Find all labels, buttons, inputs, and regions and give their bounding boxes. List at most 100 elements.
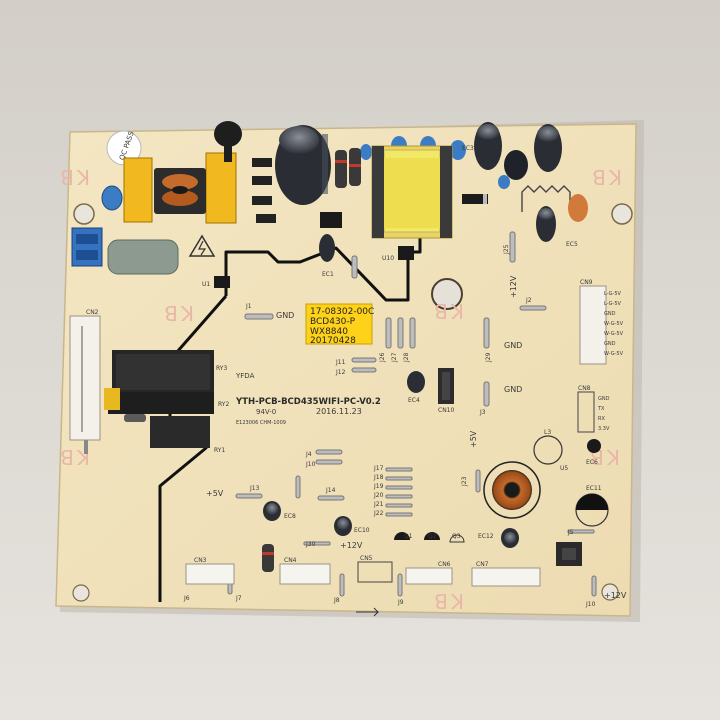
jumper — [385, 485, 413, 490]
ref-u5: U5 — [560, 465, 568, 472]
watermark-kb: KB — [161, 301, 194, 325]
ref-ec11: EC11 — [586, 485, 602, 492]
jumper — [591, 575, 597, 597]
sticker-line-4: 20170428 — [310, 336, 356, 346]
jumper — [295, 475, 301, 499]
svg-text:GND: GND — [604, 341, 616, 347]
ref-u1: U1 — [202, 281, 210, 288]
x-capacitor — [205, 152, 237, 224]
jumper — [339, 573, 345, 597]
ref-j14: J14 — [325, 487, 336, 494]
jumper — [303, 541, 331, 546]
mounting-hole — [431, 278, 463, 310]
maker-logo: YFDA — [235, 372, 255, 380]
ul-code: E123006 CHM-1009 — [236, 420, 286, 426]
ref-j19: J19 — [373, 483, 384, 490]
svg-text:W-G-5V: W-G-5V — [604, 351, 624, 357]
ref-l3: L3 — [544, 429, 551, 436]
mounting-hole — [611, 203, 633, 225]
ref-cn2: CN2 — [86, 309, 99, 316]
connector-cn5-outline — [357, 561, 393, 583]
ref-j30: J30 — [305, 541, 316, 548]
watermark-kb: KB — [589, 165, 622, 189]
ref-ec3: EC3 — [462, 145, 474, 152]
ref-cn9: CN9 — [580, 279, 593, 286]
ref-j17: J17 — [373, 465, 384, 472]
ref-j26: J26 — [379, 352, 386, 363]
jumper — [351, 357, 377, 363]
ceramic-capacitor — [498, 175, 510, 189]
ref-j4: J4 — [305, 451, 312, 458]
heatsink-outline — [521, 185, 571, 212]
inductor-l3-outline — [533, 435, 563, 465]
ref-cn4: CN4 — [284, 557, 297, 564]
jumper — [567, 529, 595, 534]
board-date: 2016.11.23 — [316, 407, 362, 416]
jumper — [351, 255, 358, 279]
jumper — [385, 317, 392, 349]
ref-j20: J20 — [373, 492, 384, 499]
relay-ry1 — [150, 416, 210, 448]
x-capacitor — [123, 157, 153, 223]
ref-j1: J1 — [245, 303, 252, 310]
mounting-hole — [72, 584, 90, 602]
svg-text:L-G-5V: L-G-5V — [604, 291, 622, 297]
optocoupler — [398, 246, 414, 260]
svg-text:W-G-5V: W-G-5V — [604, 331, 624, 337]
ref-j8: J8 — [333, 597, 340, 604]
ref-j12: J12 — [335, 369, 346, 376]
high-voltage-warning-icon — [188, 234, 216, 257]
ref-cn8: CN8 — [578, 385, 591, 392]
ceramic-capacitor — [101, 185, 123, 211]
diode — [252, 196, 272, 205]
ref-j13: J13 — [249, 485, 260, 492]
ref-j2: J2 — [525, 297, 532, 304]
ref-q1: Q1 — [404, 533, 413, 540]
ref-j5: J5 — [567, 529, 574, 536]
diode — [252, 176, 272, 185]
connector-cn4 — [279, 563, 331, 585]
cn8-pin-labels: GND TX RX 3.3V — [597, 396, 610, 432]
ref-cn7: CN7 — [476, 561, 489, 568]
jumper — [317, 495, 345, 501]
ref-q3: Q3 — [452, 533, 461, 540]
connector-cn8-outline — [577, 391, 595, 433]
svg-text:TX: TX — [597, 406, 605, 412]
sticker-line-3: WX8840 — [310, 327, 348, 337]
plus12v-label: +12V — [509, 275, 518, 298]
connector-cn6 — [405, 567, 453, 585]
glue-blob — [568, 194, 588, 222]
transistor-q2 — [424, 532, 440, 540]
watermark-kb: KB — [431, 589, 464, 613]
ref-j10b: J10 — [305, 461, 316, 468]
part-number-sticker: 17-08302-00C BCD430-P WX8840 20170428 — [305, 303, 374, 346]
electrolytic-capacitor — [407, 371, 425, 393]
ref-ry2: RY2 — [218, 401, 229, 408]
electrolytic-capacitor — [504, 150, 528, 180]
ref-ec12: EC12 — [478, 533, 494, 540]
resistor — [335, 150, 347, 188]
ref-ec10: EC10 — [354, 527, 370, 534]
ref-u10: U10 — [382, 255, 394, 262]
jumper — [315, 459, 343, 465]
ref-j11: J11 — [335, 359, 346, 366]
jumper — [483, 317, 490, 349]
connector-cn3 — [185, 563, 235, 585]
svg-text:3.3V: 3.3V — [598, 426, 610, 432]
ref-j9: J9 — [397, 599, 404, 606]
jumper — [409, 317, 416, 349]
diode — [252, 158, 272, 167]
ref-ec4: EC4 — [408, 397, 420, 404]
plus5v-label: +5V — [469, 430, 478, 448]
jumper — [385, 494, 413, 499]
relay-ry2 — [108, 392, 214, 414]
svg-text:GND: GND — [598, 396, 610, 402]
ref-cn3: CN3 — [194, 557, 207, 564]
ref-ec5: EC5 — [566, 241, 578, 248]
plus12v-label: +12V — [340, 541, 363, 550]
power-terminal-block — [71, 227, 103, 267]
safety-capacitor — [107, 239, 179, 275]
ref-ec1: EC1 — [322, 271, 334, 278]
ref-ec8: EC8 — [284, 513, 296, 520]
mounting-hole — [73, 203, 95, 225]
